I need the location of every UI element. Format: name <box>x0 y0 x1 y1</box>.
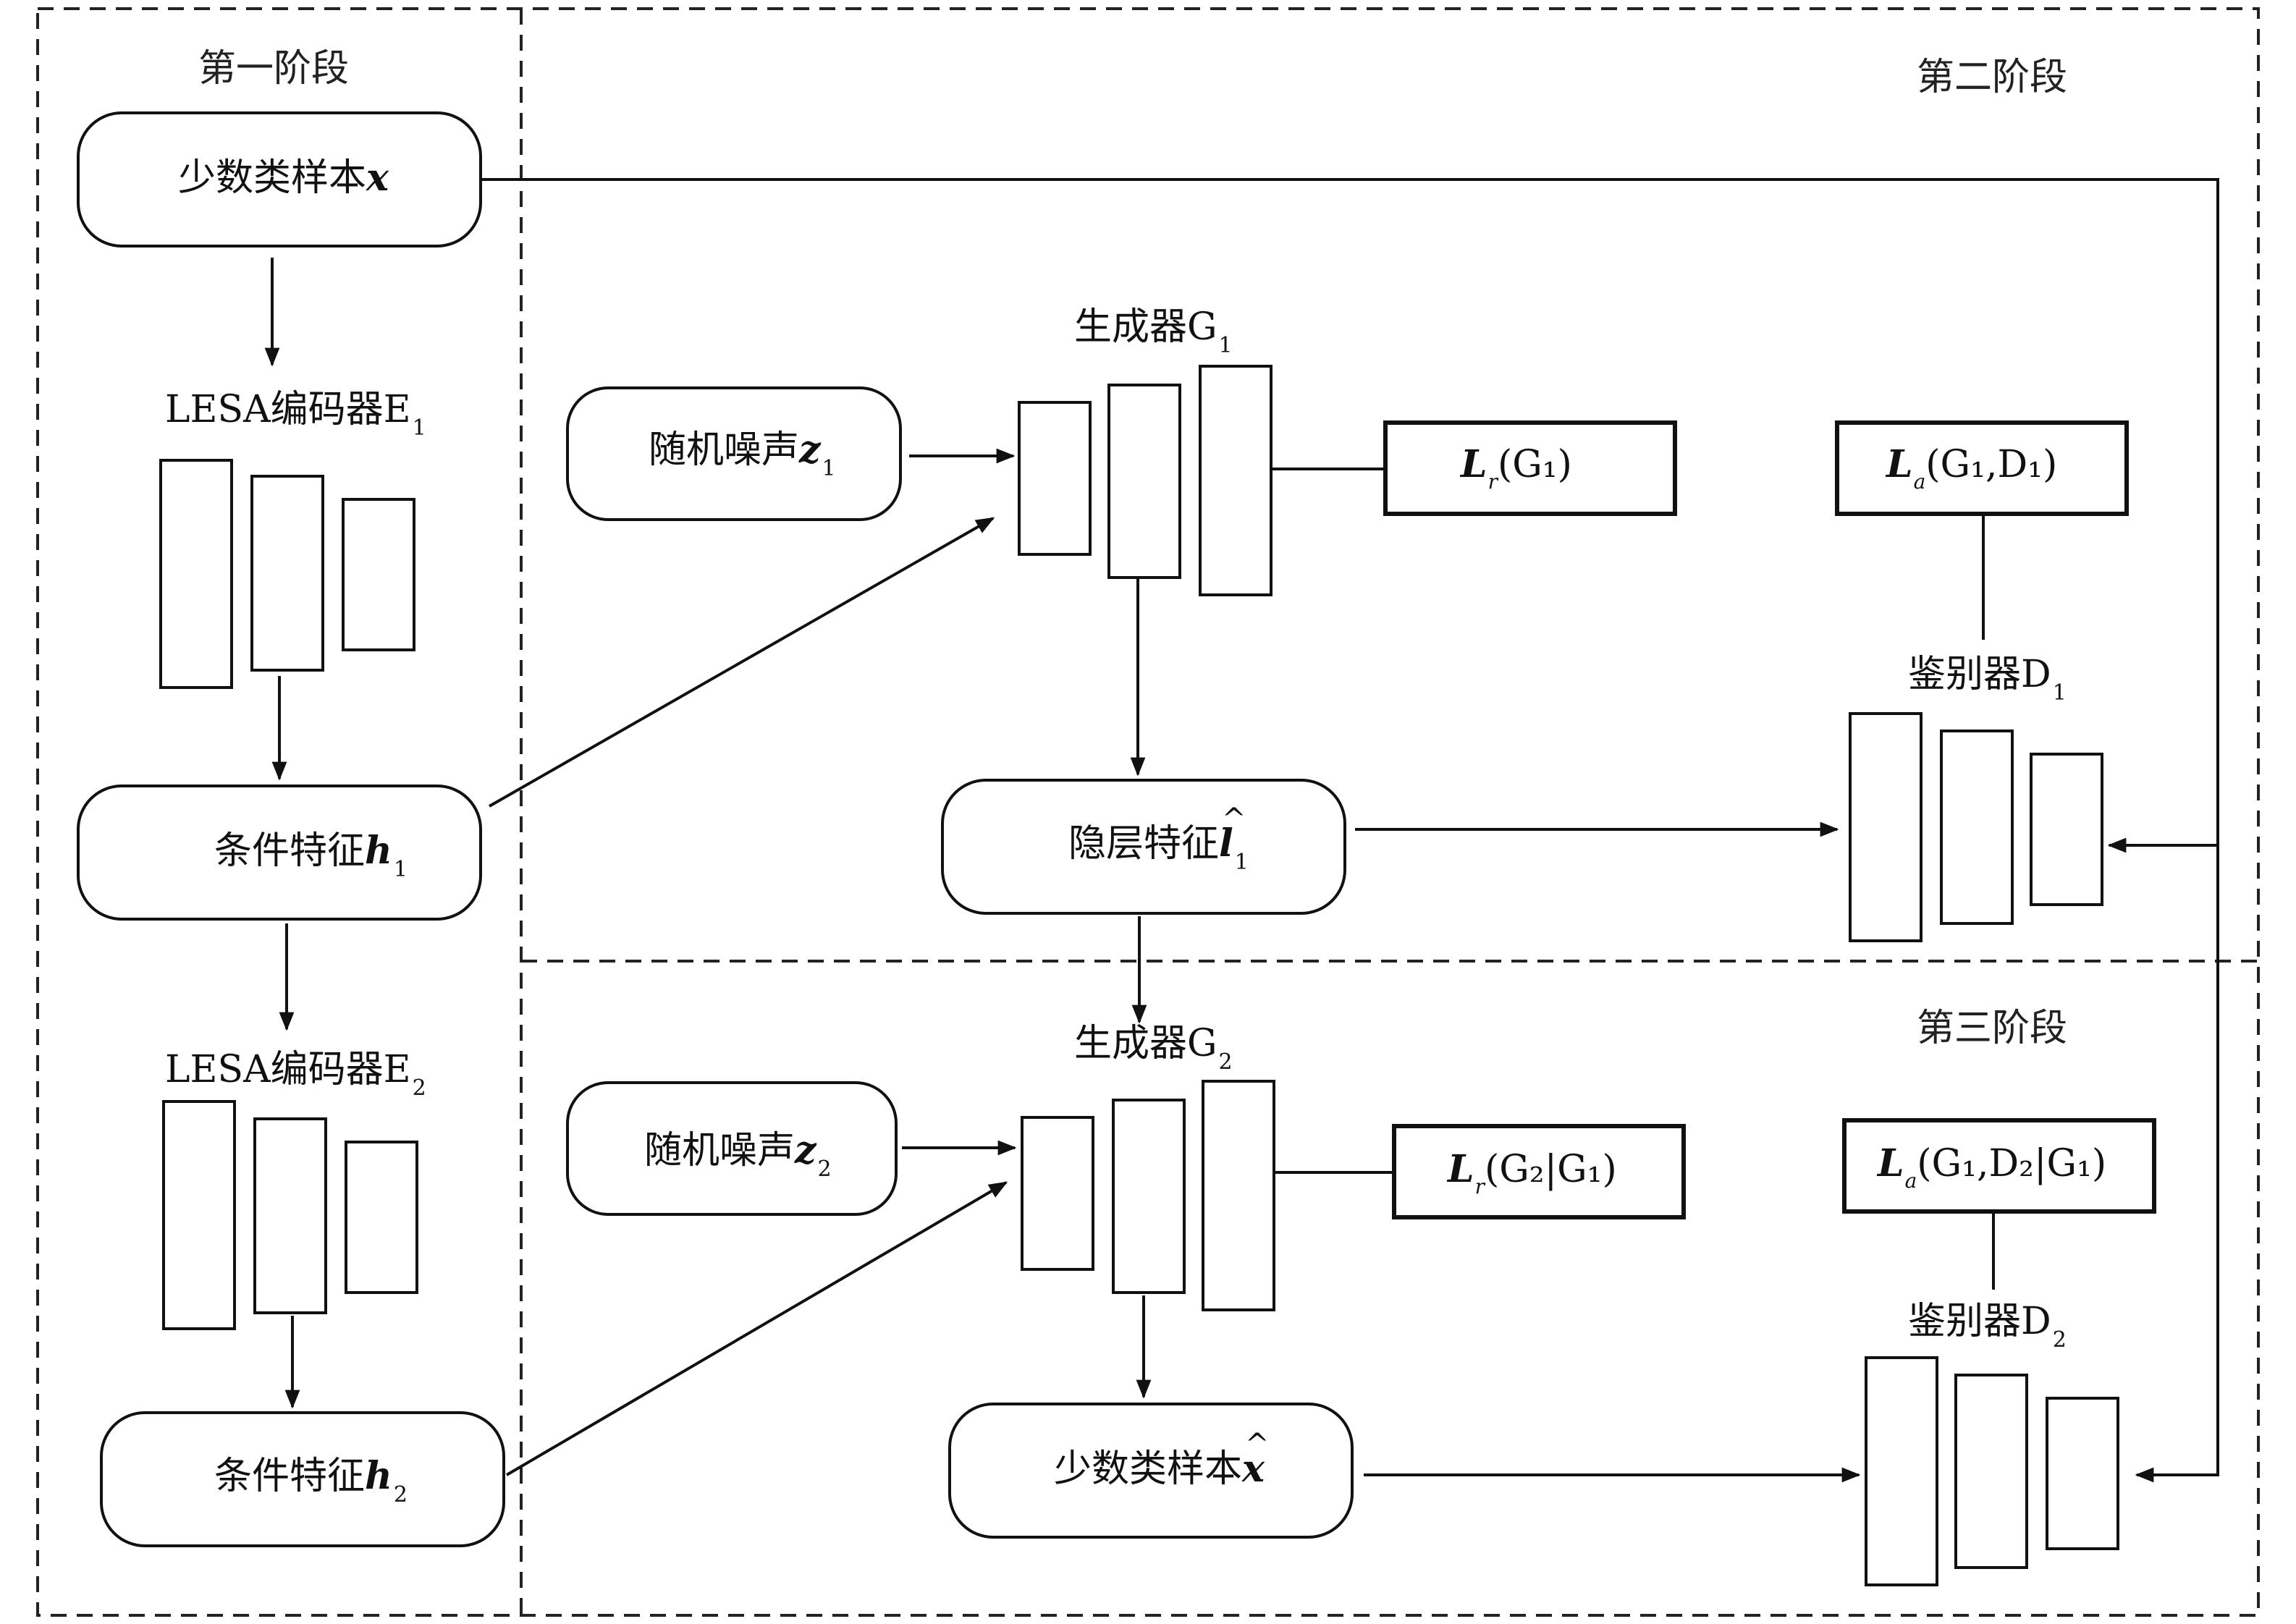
stage2-title: 第二阶段 <box>1917 56 2068 99</box>
loss-lr-g2g1-label: Lr(G₂|G₁) <box>1448 1147 1617 1199</box>
cond-feature1-label: 条件特征h1 <box>214 829 408 883</box>
generator1-layer2 <box>1107 384 1181 579</box>
discriminator2-layer1 <box>1865 1356 1938 1586</box>
noise1-box <box>566 386 902 521</box>
generator1-label: 生成器G1 <box>1074 305 1233 358</box>
loss-la-g1d2g1-label: La(G₁,D₂|G₁) <box>1878 1141 2107 1193</box>
noise2-box <box>566 1081 898 1216</box>
arrow-sample-to-d2 <box>479 178 2219 1483</box>
stage3-title: 第三阶段 <box>1917 1007 2068 1050</box>
arrow-cond2-to-g2 <box>505 1181 1008 1476</box>
loss-la-g1d2g1-box <box>1842 1118 2156 1214</box>
loss-la-g1d1-box <box>1835 420 2129 516</box>
hidden-feature-label: 隐层特征l1 <box>1068 798 1249 875</box>
generator2-layer3 <box>1202 1080 1275 1311</box>
encoder2-layer3 <box>345 1141 418 1294</box>
stage1-title: 第一阶段 <box>198 47 350 90</box>
noise1-label: 随机噪声z1 <box>649 428 836 482</box>
loss-lr-g1-label: Lr(G₁) <box>1461 442 1572 494</box>
discriminator1-layer2 <box>1940 729 2014 925</box>
generator2-label: 生成器G2 <box>1074 1022 1233 1075</box>
outer-dashed-border <box>36 7 2260 1617</box>
minority-generated-label: 少数类样本x <box>1054 1423 1270 1491</box>
noise2-label: 随机噪声z2 <box>644 1128 832 1183</box>
encoder1-layer3 <box>342 498 415 651</box>
discriminator2-layer2 <box>1954 1374 2028 1569</box>
encoder2-label: LESA编码器E2 <box>165 1048 426 1101</box>
encoder1-label: LESA编码器E1 <box>165 388 426 441</box>
generator1-layer3 <box>1199 365 1272 596</box>
arrow-cond1-to-g1 <box>489 517 995 808</box>
discriminator2-layer3 <box>2046 1397 2119 1550</box>
cond-feature2-label: 条件特征h2 <box>214 1454 408 1508</box>
loss-lr-g1-box <box>1383 420 1677 516</box>
encoder1-layer2 <box>250 475 324 672</box>
stage-borders <box>36 7 2260 1617</box>
discriminator1-label: 鉴别器D1 <box>1908 653 2067 706</box>
loss-lr-g2g1-box <box>1392 1124 1686 1219</box>
discriminator2-label: 鉴别器D2 <box>1908 1300 2067 1353</box>
encoder2-layer1 <box>162 1100 236 1330</box>
minority-sample-label: 少数类样本x <box>178 156 389 200</box>
discriminator1-layer1 <box>1849 712 1923 942</box>
encoder1-layer1 <box>159 459 233 689</box>
generator2-layer2 <box>1112 1099 1186 1294</box>
cond-feature2-box <box>100 1411 505 1547</box>
generator1-layer1 <box>1018 401 1092 556</box>
generator2-layer1 <box>1021 1116 1094 1271</box>
encoder2-layer2 <box>253 1117 327 1314</box>
cond-feature1-box <box>77 784 482 921</box>
discriminator1-layer3 <box>2030 753 2103 906</box>
loss-la-g1d1-label: La(G₁,D₁) <box>1886 442 2058 494</box>
